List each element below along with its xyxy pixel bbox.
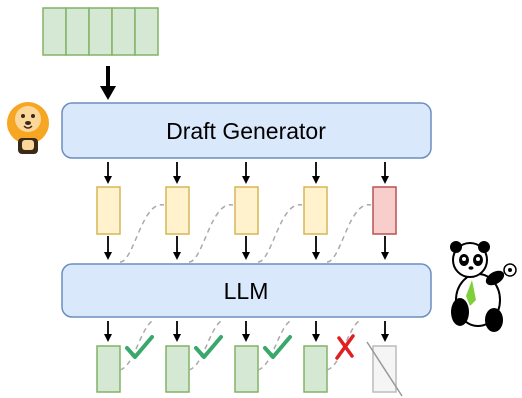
input-token [134, 7, 159, 56]
panda-mascot-icon [450, 241, 517, 332]
draft-token [96, 186, 121, 235]
verification-marks [125, 334, 355, 360]
lion-mascot-icon [7, 102, 49, 154]
llm-box: LLM [61, 263, 432, 318]
discarded-token [366, 341, 403, 397]
accepted-token [96, 345, 121, 393]
input-token [88, 7, 113, 56]
draft-dependency-curves [119, 204, 372, 263]
draft-generator-box: Draft Generator [61, 102, 432, 159]
input-token [111, 7, 136, 56]
draft-tokens [96, 186, 397, 235]
corrected-token [303, 345, 328, 393]
draft-generator-label: Draft Generator [166, 118, 326, 144]
draft-to-llm-arrows [104, 236, 389, 260]
input-arrow [100, 66, 116, 100]
draft-token [165, 186, 190, 235]
llm-output-arrows [104, 321, 389, 342]
check-icon [263, 335, 292, 359]
accepted-token [165, 345, 190, 393]
generator-arrows [104, 162, 389, 184]
check-icon [125, 335, 154, 359]
llm-label: LLM [224, 278, 269, 304]
rejected-draft-token [372, 186, 397, 235]
input-token [65, 7, 90, 56]
draft-token [234, 186, 259, 235]
output-tokens [96, 341, 403, 397]
draft-token [303, 186, 328, 235]
input-token [42, 7, 67, 56]
accepted-token [234, 345, 259, 393]
cross-icon [335, 334, 355, 360]
input-tokens [42, 7, 159, 56]
check-icon [194, 335, 223, 359]
